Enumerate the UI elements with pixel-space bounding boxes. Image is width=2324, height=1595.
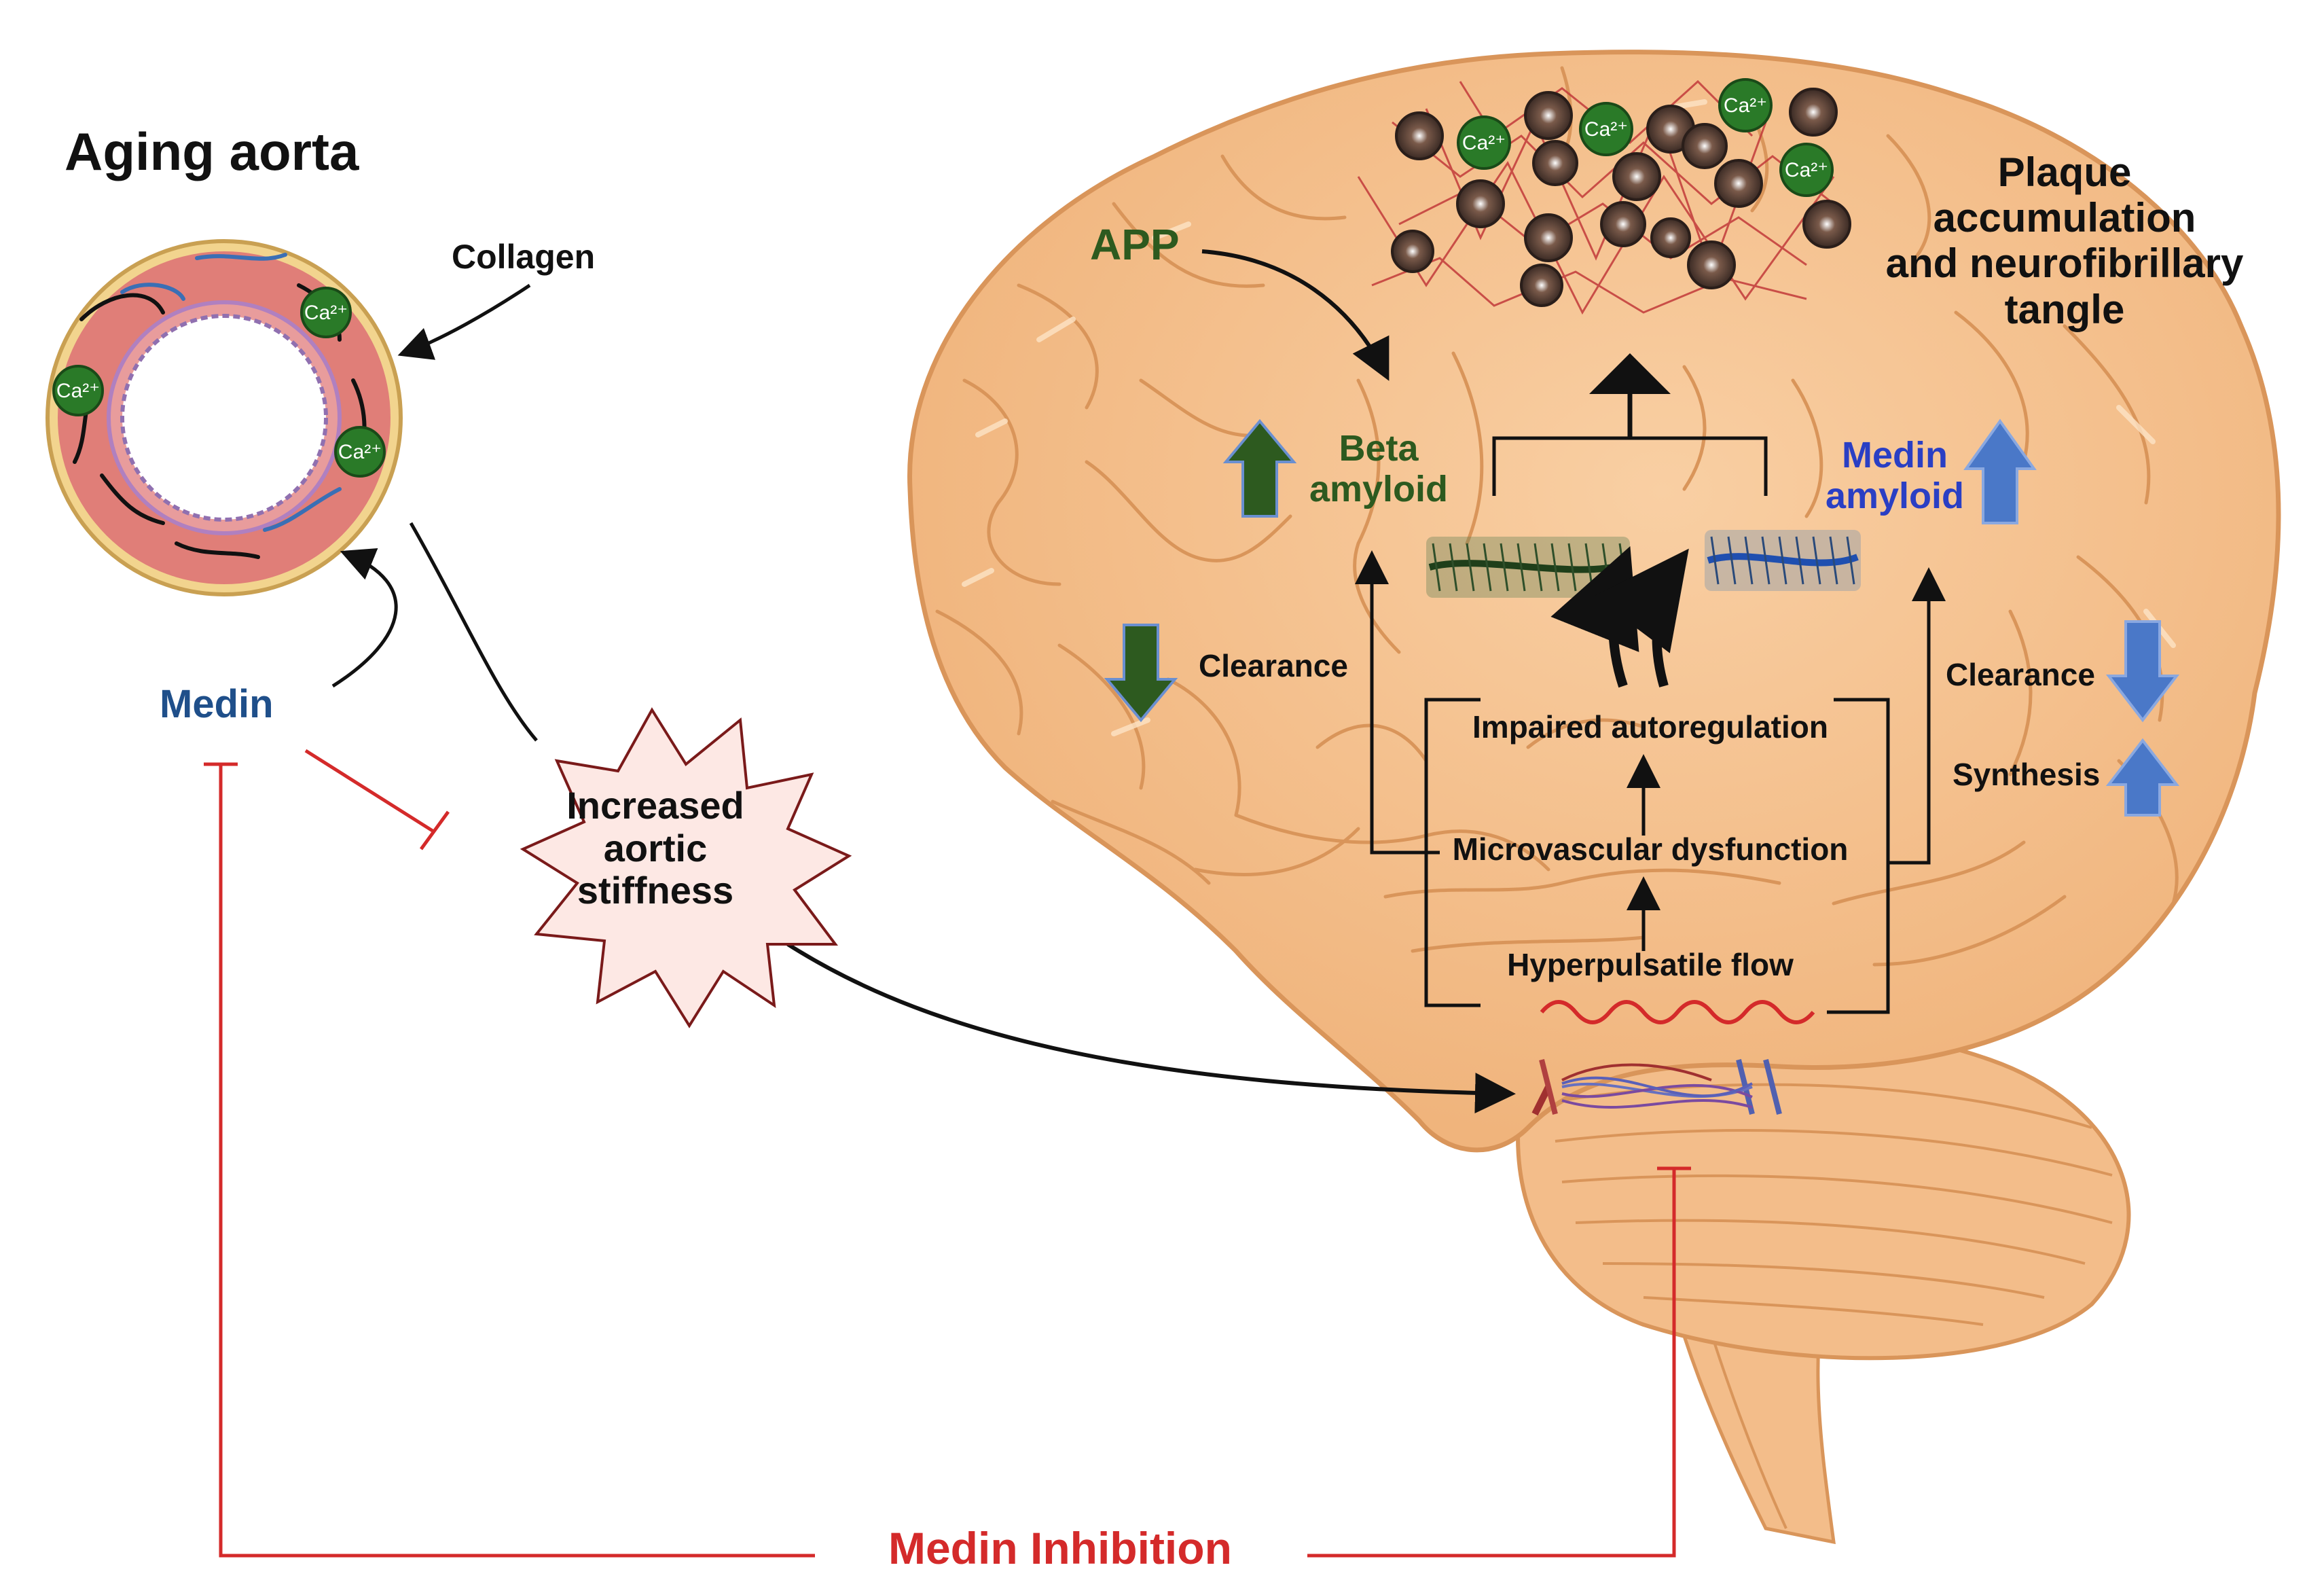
cascade-bracket-left [1424, 698, 1481, 1007]
inhibition-lines [204, 749, 1691, 1558]
amyloid-plaques [1391, 88, 1851, 307]
medin-up-arrow [1963, 418, 2037, 524]
stiffness-label: Increased aortic stiffness [543, 784, 767, 912]
collagen-label: Collagen [452, 238, 596, 276]
app-to-beta-arrow [1201, 249, 1390, 381]
medin-amyloid-line-1: Medin [1842, 435, 1948, 476]
calcium-label: Ca²⁺ [1724, 94, 1767, 117]
aorta-cross-section: Ca²⁺ Ca²⁺ Ca²⁺ [46, 239, 403, 596]
microvascular-to-beta-arrow [1355, 550, 1440, 855]
medin-amyloid-line-2: amyloid [1825, 476, 1965, 517]
microvascular-to-medin-arrow [1888, 567, 1946, 865]
calcium-label: Ca²⁺ [338, 441, 382, 463]
cerebral-vessels [1531, 1059, 1782, 1116]
calcium-label: Ca²⁺ [1785, 159, 1828, 181]
medin-to-aorta-arrow [331, 548, 398, 688]
aorta-title: Aging aorta [65, 122, 359, 181]
cascade-bracket-right [1827, 698, 1890, 1014]
beta-amyloid-fibril [1426, 537, 1630, 598]
medin-amyloid-fibril [1705, 530, 1861, 591]
beta-amyloid-label: Beta amyloid [1290, 428, 1467, 510]
plaque-label: Plaque accumulation and neurofibrillary … [1854, 149, 2275, 332]
beta-line-1: Beta [1339, 428, 1419, 469]
synthesis-label: Synthesis [1953, 757, 2101, 792]
stiffness-line-2: aortic [603, 826, 708, 870]
calcium-label: Ca²⁺ [1462, 132, 1506, 154]
connector-arrows [331, 249, 1946, 1114]
microvascular-dysfunction-label: Microvascular dysfunction [1452, 831, 1849, 867]
plaque-line-1: Plaque [1997, 149, 2132, 195]
inhibition-right-line [1307, 1168, 1676, 1558]
clearance-down-arrow-green [1104, 624, 1178, 723]
beta-up-arrow [1222, 418, 1297, 518]
stiffness-line-1: Increased [566, 784, 744, 827]
beta-line-2: amyloid [1309, 469, 1449, 510]
hyperpulsatile-wave [1540, 1000, 1815, 1024]
medin-amyloid-label: Medin amyloid [1806, 435, 1983, 517]
stiffness-to-vessels-arrow [786, 942, 1516, 1114]
clearance-down-arrow-blue [2105, 620, 2180, 723]
collagen-arrow [397, 283, 531, 360]
stiffness-starburst [520, 707, 852, 1028]
calcium-deposits: Ca²⁺ Ca²⁺ Ca²⁺ [52, 287, 386, 478]
plaque-line-2: accumulation [1933, 195, 2196, 241]
synthesis-up-arrow [2105, 738, 2180, 817]
calcium-label: Ca²⁺ [1584, 118, 1628, 141]
calcium-label: Ca²⁺ [56, 380, 100, 402]
impaired-autoregulation-label: Impaired autoregulation [1472, 709, 1828, 745]
medin-inhibition-label: Medin Inhibition [888, 1523, 1232, 1573]
app-label: APP [1090, 220, 1180, 269]
aorta-to-stiffness-line [409, 522, 538, 742]
inhibition-left-line [219, 764, 815, 1558]
calcium-label: Ca²⁺ [304, 302, 348, 324]
medin-label: Medin [160, 682, 274, 726]
clearance-left-label: Clearance [1199, 648, 1348, 683]
plaque-cluster: Ca²⁺ Ca²⁺ Ca²⁺ Ca²⁺ [1357, 78, 1851, 315]
clearance-right-label: Clearance [1946, 657, 2095, 692]
stiffness-line-3: stiffness [577, 869, 734, 912]
hyperpulsatile-flow-label: Hyperpulsatile flow [1507, 947, 1794, 982]
calcium-deposits: Ca²⁺ Ca²⁺ Ca²⁺ Ca²⁺ [1457, 78, 1834, 197]
medin-inhibits-stiffness [304, 749, 436, 834]
to-plaque-arrowhead [1589, 353, 1671, 394]
plaque-line-3: and neurofibrillary [1885, 240, 2244, 287]
plaque-line-4: tangle [2004, 286, 2125, 332]
